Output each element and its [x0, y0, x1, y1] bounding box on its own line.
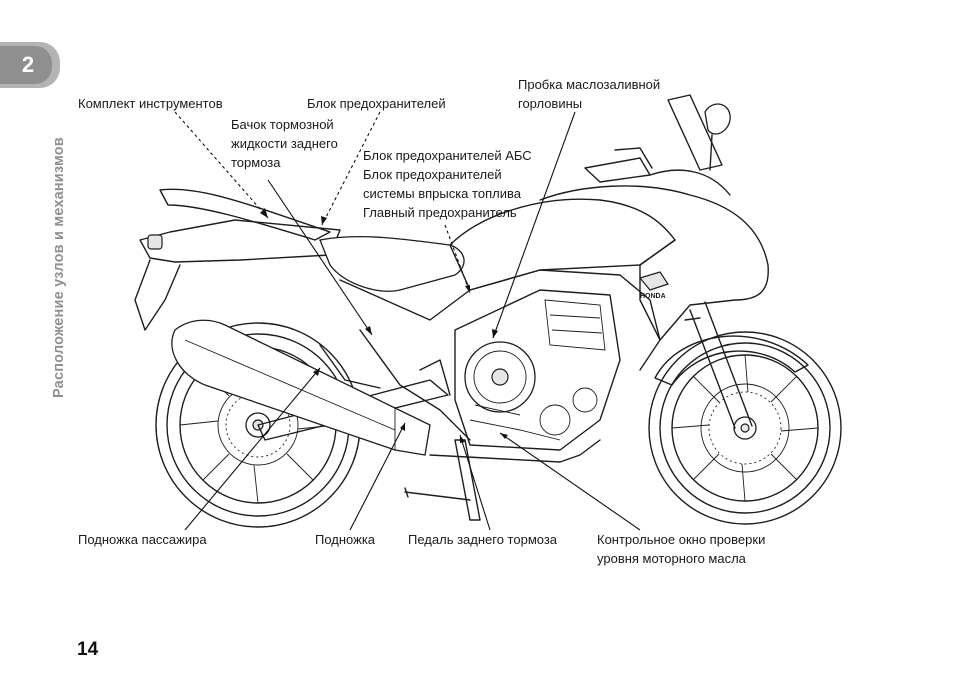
label-rear-brake-pedal: Педаль заднего тормоза	[408, 532, 558, 547]
label-fuse-box: Блок предохранителей	[307, 96, 446, 111]
label-sidestand: Подножка	[315, 532, 376, 547]
chapter-tab: 2	[0, 42, 60, 88]
label-rear-brake-reservoir: Бачок тормозной жидкости заднего тормоза	[231, 117, 338, 170]
page-number: 14	[77, 639, 99, 660]
label-abs-fuses: Блок предохранителей АБС Блок предохрани…	[363, 148, 532, 220]
leader-lines	[174, 111, 641, 531]
label-oil-filler-cap: Пробка маслозаливной горловины	[518, 77, 661, 111]
label-instrument-panel: Комплект инструментов	[78, 96, 223, 111]
honda-logo: HONDA	[638, 271, 669, 300]
honda-wordmark: HONDA	[640, 293, 666, 300]
label-passenger-footpeg: Подножка пассажира	[78, 532, 207, 547]
label-oil-check-window: Контрольное окно проверки уровня моторно…	[597, 532, 766, 566]
engine	[454, 289, 621, 451]
chapter-number: 2	[0, 46, 52, 84]
front-wheel	[648, 331, 842, 525]
